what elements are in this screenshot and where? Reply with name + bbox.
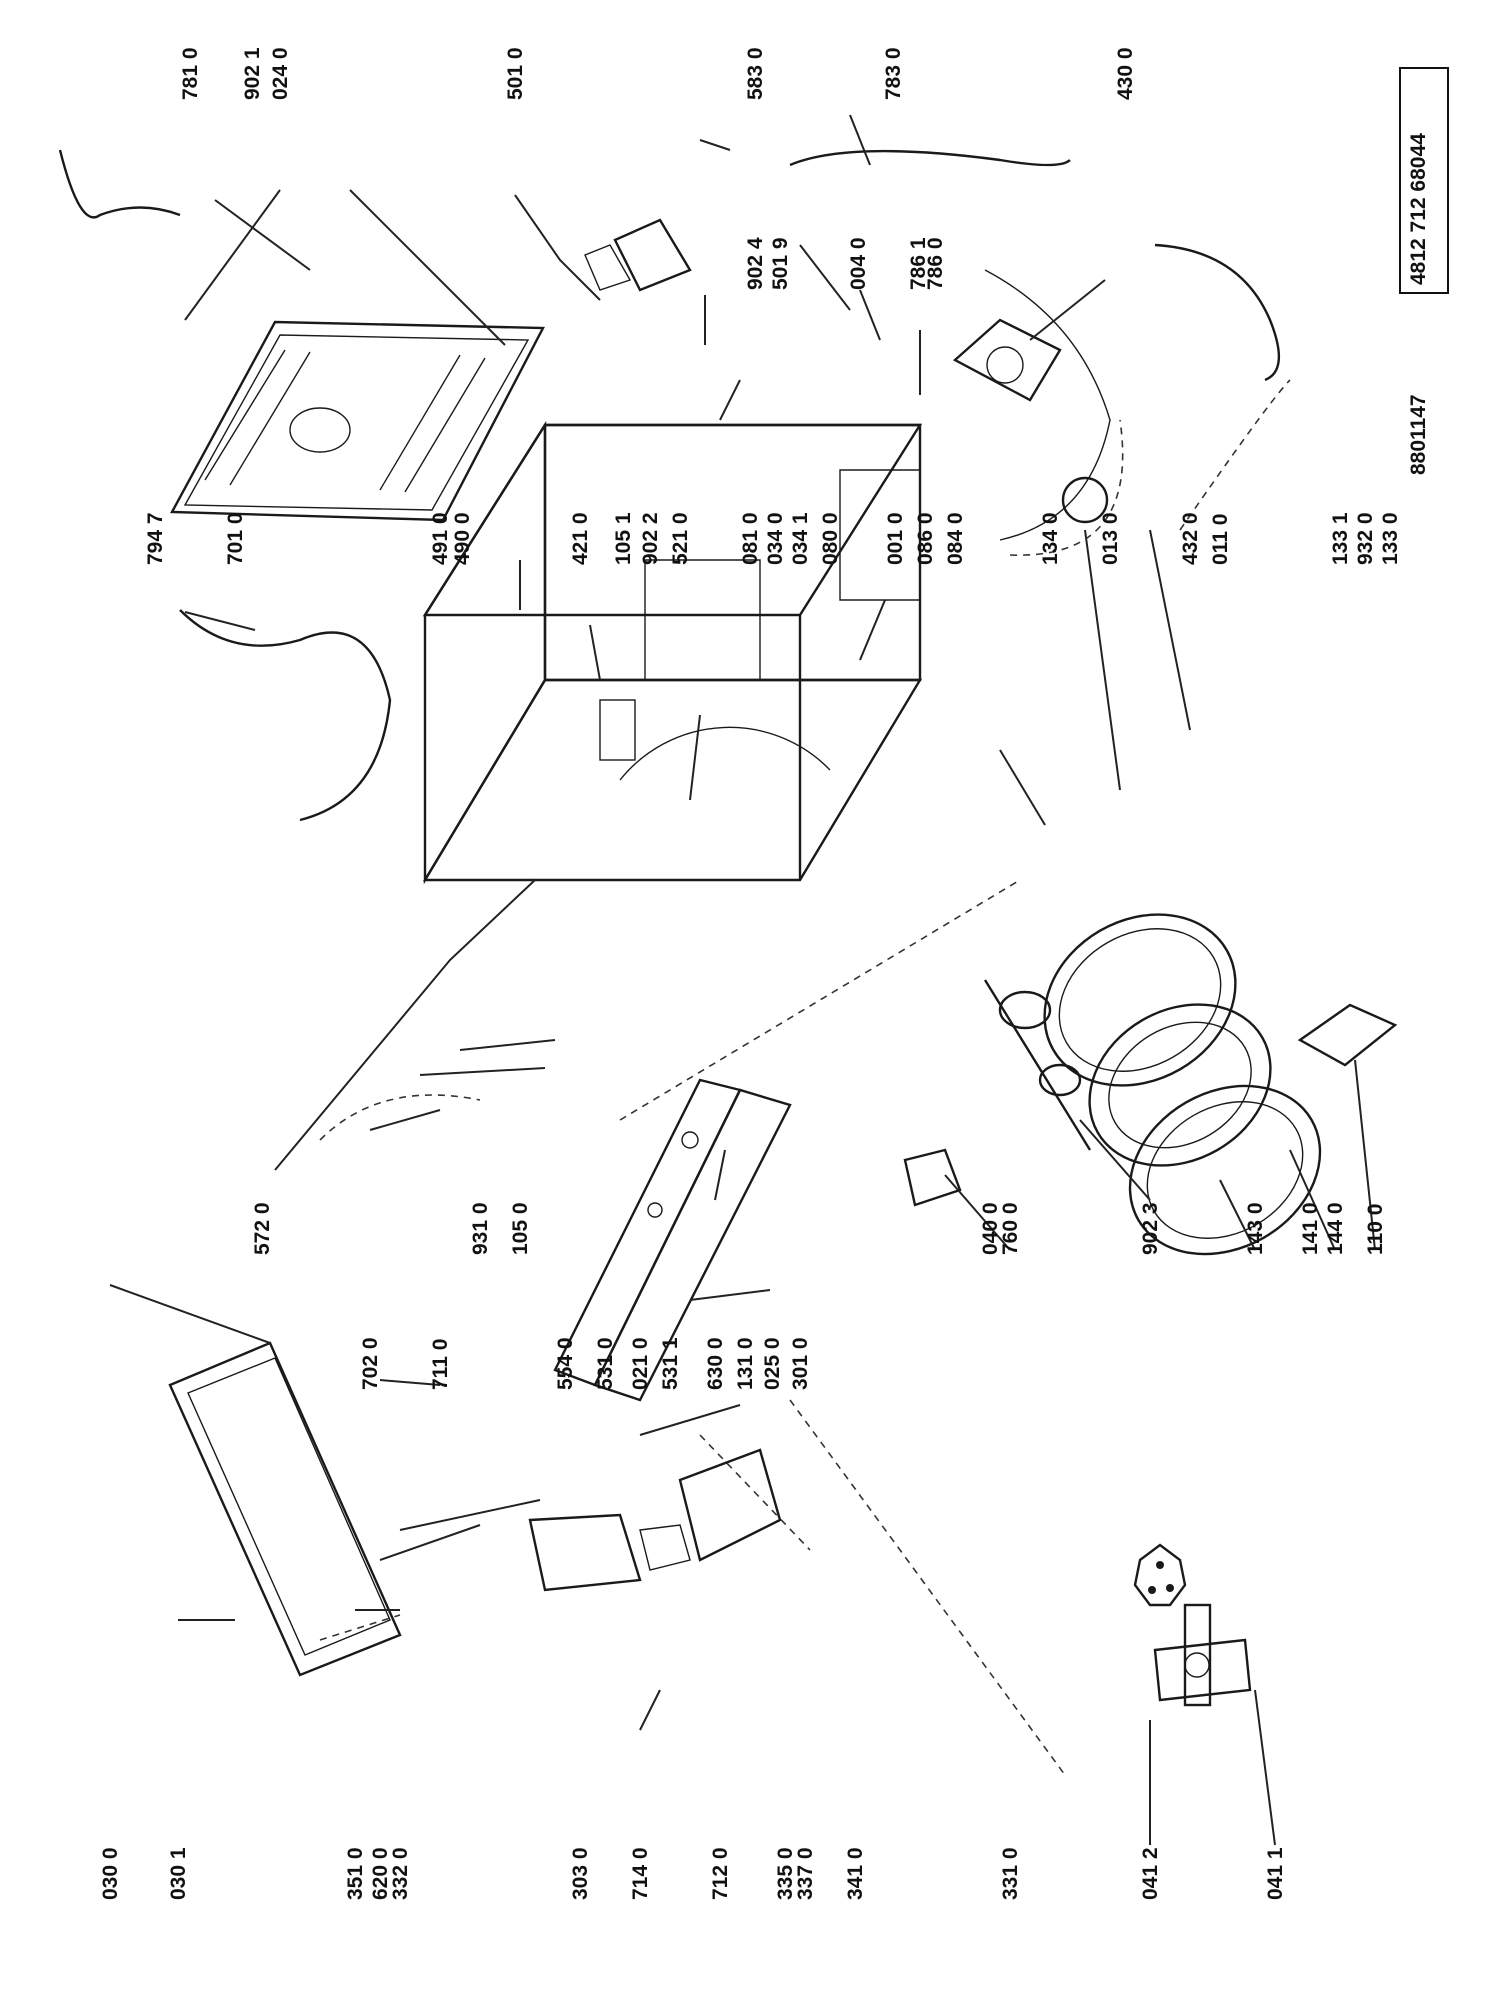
part-label: 332 0 [389, 1847, 412, 1900]
part-label: 030 1 [167, 1847, 190, 1900]
part-label: 491 0 [429, 512, 452, 565]
part-label: 531 0 [594, 1337, 617, 1390]
water-hose-drawing [789, 149, 1071, 167]
part-label: 337 0 [794, 1847, 817, 1900]
part-label: 084 0 [944, 512, 967, 565]
part-label: 110 0 [1364, 1204, 1387, 1255]
part-label: 143 0 [1244, 1202, 1267, 1255]
part-label: 421 0 [569, 512, 592, 565]
motor-drawing [903, 979, 1092, 1207]
part-label: 133 1 [1329, 512, 1352, 565]
part-label: 702 0 [359, 1337, 382, 1390]
part-label: 081 0 [739, 512, 762, 565]
drawing-number: 8801147 [1407, 394, 1430, 475]
part-label: 432 0 [1179, 512, 1202, 565]
part-code: 4812 712 68044 [1407, 133, 1430, 285]
part-label: 144 0 [1324, 1202, 1347, 1255]
heater-drawing [584, 218, 692, 292]
door-catch-drawing [1297, 1003, 1398, 1067]
part-label: 025 0 [761, 1337, 784, 1390]
part-label: 490 0 [451, 512, 474, 565]
part-label: 760 0 [999, 1202, 1022, 1255]
part-label: 105 1 [612, 512, 635, 565]
cabinet-drawing [422, 420, 923, 885]
part-label: 040 0 [979, 1202, 1002, 1255]
part-label: 001 0 [884, 512, 907, 565]
door-rings-drawing [1043, 913, 1322, 1256]
part-label: 331 0 [999, 1847, 1022, 1900]
part-label: 134 0 [1039, 512, 1062, 565]
part-label: 301 0 [789, 1337, 812, 1390]
part-label: 141 0 [1299, 1202, 1322, 1255]
part-label: 786 0 [924, 237, 947, 290]
part-label: 004 0 [847, 237, 870, 290]
part-label: 335 0 [774, 1847, 797, 1900]
part-label: 701 0 [224, 512, 247, 565]
part-label: 794 7 [144, 512, 167, 565]
dashed-lines [319, 379, 1291, 1776]
part-label: 531 1 [659, 1337, 682, 1390]
part-label: 501 0 [504, 47, 527, 100]
part-label: 714 0 [629, 1847, 652, 1900]
hinge-plate-drawing [1133, 1543, 1187, 1607]
part-label: 786 1 [907, 237, 930, 290]
part-label: 712 0 [709, 1847, 732, 1900]
part-label: 341 0 [844, 1847, 867, 1900]
part-label: 783 0 [882, 47, 905, 100]
soap-drawer-drawing [528, 1448, 782, 1592]
part-label: 024 0 [269, 47, 292, 100]
part-label: 303 0 [569, 1847, 592, 1900]
part-label: 030 0 [99, 1847, 122, 1900]
part-label: 711 0 [429, 1339, 452, 1390]
part-label: 080 0 [819, 512, 842, 565]
drain-hose-drawing [1154, 243, 1281, 382]
part-label: 013 0 [1099, 512, 1122, 565]
part-label: 902 4 [744, 237, 767, 290]
part-label: 041 2 [1139, 1847, 1162, 1900]
part-label: 034 1 [789, 512, 812, 565]
part-label: 021 0 [629, 1337, 652, 1390]
part-label: 902 2 [639, 512, 662, 565]
part-label: 501 9 [769, 237, 792, 290]
part-label: 931 0 [469, 1202, 492, 1255]
part-label: 630 0 [704, 1337, 727, 1390]
part-label: 086 0 [914, 512, 937, 565]
power-cord-drawing [58, 149, 181, 219]
door-hinge-drawing [1153, 1603, 1252, 1707]
part-label: 781 0 [179, 47, 202, 100]
part-label: 902 1 [241, 47, 264, 100]
part-label: 011 0 [1209, 514, 1232, 565]
part-label: 620 0 [369, 1847, 392, 1900]
part-code-box: 4812 712 68044 [1399, 67, 1449, 294]
part-label: 932 0 [1354, 512, 1377, 565]
part-label: 105 0 [509, 1202, 532, 1255]
part-label: 554 0 [554, 1337, 577, 1390]
part-label: 133 0 [1379, 512, 1402, 565]
part-label: 041 1 [1264, 1847, 1287, 1900]
part-label: 430 0 [1114, 47, 1137, 100]
rear-cover-drawing [170, 320, 545, 522]
top-lid-drawing [168, 1341, 402, 1677]
part-label: 572 0 [251, 1202, 274, 1255]
part-label: 902 3 [1139, 1202, 1162, 1255]
inlet-hose-drawing [179, 609, 392, 822]
part-label: 034 0 [764, 512, 787, 565]
part-label: 131 0 [734, 1337, 757, 1390]
leader-lines [109, 114, 1376, 1846]
part-label: 521 0 [669, 512, 692, 565]
part-label: 583 0 [744, 47, 767, 100]
pump-drawing [952, 269, 1111, 541]
part-label: 351 0 [344, 1847, 367, 1900]
control-panel-drawing [553, 1078, 792, 1402]
